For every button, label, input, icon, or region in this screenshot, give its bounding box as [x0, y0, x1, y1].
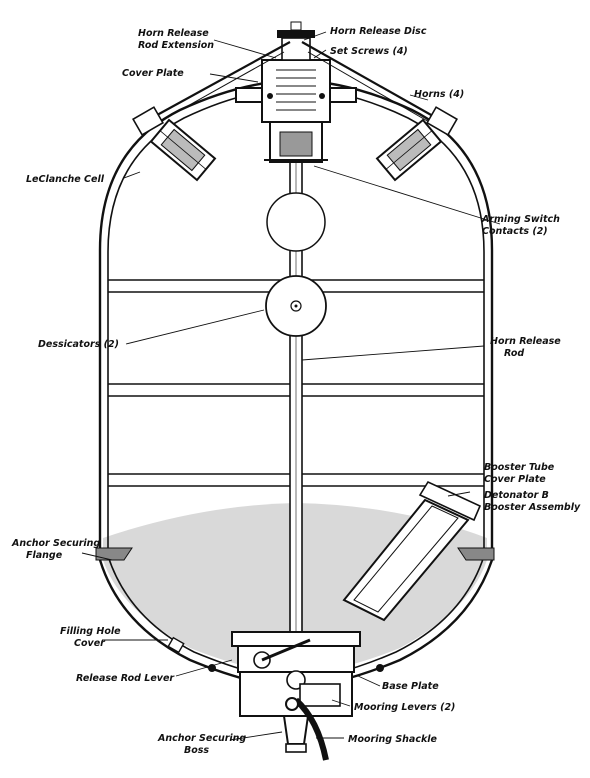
- label-leclanche-cell: LeClanche Cell: [26, 174, 105, 185]
- label-horn-release-rod-extension-2: Rod Extension: [138, 40, 214, 51]
- label-horn-release-rod-extension-1: Horn Release: [138, 28, 209, 39]
- label-filling-hole-cover-1: Filling Hole: [60, 626, 121, 637]
- horn-right: [301, 41, 458, 136]
- booster-tube: [342, 480, 482, 622]
- mine-case-outer: [98, 78, 494, 690]
- label-anchor-securing-boss-1: Anchor Securing: [157, 733, 246, 744]
- label-mooring-levers: Mooring Levers (2): [354, 702, 455, 713]
- label-dessicators: Dessicators (2): [38, 339, 119, 350]
- label-arming-switch-contacts-2: Contacts (2): [482, 226, 548, 237]
- label-booster-tube-cover-plate-2: Cover Plate: [484, 474, 546, 485]
- label-set-screws: Set Screws (4): [330, 46, 408, 57]
- label-anchor-securing-flange-1: Anchor Securing: [11, 538, 100, 549]
- label-horn-release-rod-1: Horn Release: [490, 336, 561, 347]
- label-arming-switch-contacts-1: Arming Switch: [481, 214, 560, 225]
- filling-hole-cover: [167, 636, 185, 654]
- mooring-shackle: [285, 697, 329, 761]
- dessicator-lower: [265, 275, 327, 337]
- label-base-plate: Base Plate: [382, 681, 439, 692]
- label-anchor-securing-flange-2: Flange: [26, 550, 63, 561]
- label-horn-release-disc: Horn Release Disc: [330, 26, 427, 37]
- mine-case-inner: [107, 87, 485, 681]
- dessicator-upper: [266, 192, 326, 252]
- leclanche-cell-right: [375, 118, 443, 182]
- leclanche-cell-left: [149, 118, 217, 182]
- label-filling-hole-cover-2: Cover: [74, 638, 106, 649]
- label-detonator-booster-assembly-2: Booster Assembly: [484, 502, 581, 513]
- label-release-rod-lever: Release Rod Lever: [76, 673, 175, 684]
- base-plate-assembly: [208, 631, 384, 717]
- label-booster-tube-cover-plate-1: Booster Tube: [484, 462, 555, 473]
- anchor-securing-boss: [282, 715, 310, 753]
- label-detonator-booster-assembly-1: Detonator B: [484, 490, 549, 501]
- label-cover-plate: Cover Plate: [122, 68, 184, 79]
- label-mooring-shackle: Mooring Shackle: [348, 734, 438, 745]
- label-horn-release-rod-2: Rod: [504, 348, 524, 359]
- leader-lines: [81, 31, 501, 741]
- cover-plate-assembly: [235, 21, 357, 163]
- label-horns: Horns (4): [414, 89, 464, 100]
- label-anchor-securing-boss-2: Boss: [184, 745, 209, 756]
- anchor-securing-flange: [95, 547, 495, 561]
